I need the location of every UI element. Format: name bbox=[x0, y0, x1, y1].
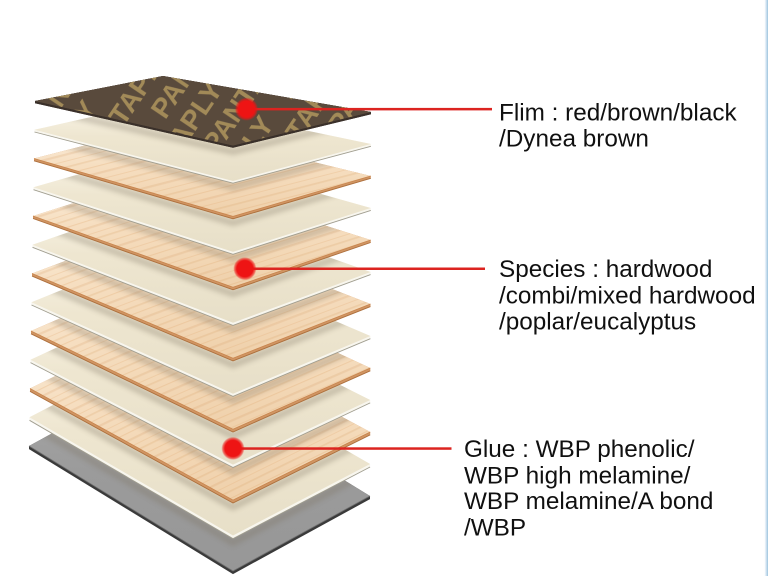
svg-text:WBP melamine/A bond: WBP melamine/A bond bbox=[464, 488, 713, 515]
svg-text:/Dynea brown: /Dynea brown bbox=[499, 125, 649, 152]
svg-text:Flim : red/brown/black: Flim : red/brown/black bbox=[499, 99, 737, 126]
svg-text:/poplar/eucalyptus: /poplar/eucalyptus bbox=[499, 308, 696, 335]
svg-text:/WBP: /WBP bbox=[464, 514, 526, 541]
svg-text:Glue : WBP phenolic/: Glue : WBP phenolic/ bbox=[464, 436, 695, 463]
svg-text:Species : hardwood: Species : hardwood bbox=[499, 256, 712, 283]
svg-text:WBP high melamine/: WBP high melamine/ bbox=[464, 462, 691, 489]
svg-text:/combi/mixed hardwood: /combi/mixed hardwood bbox=[499, 282, 756, 309]
